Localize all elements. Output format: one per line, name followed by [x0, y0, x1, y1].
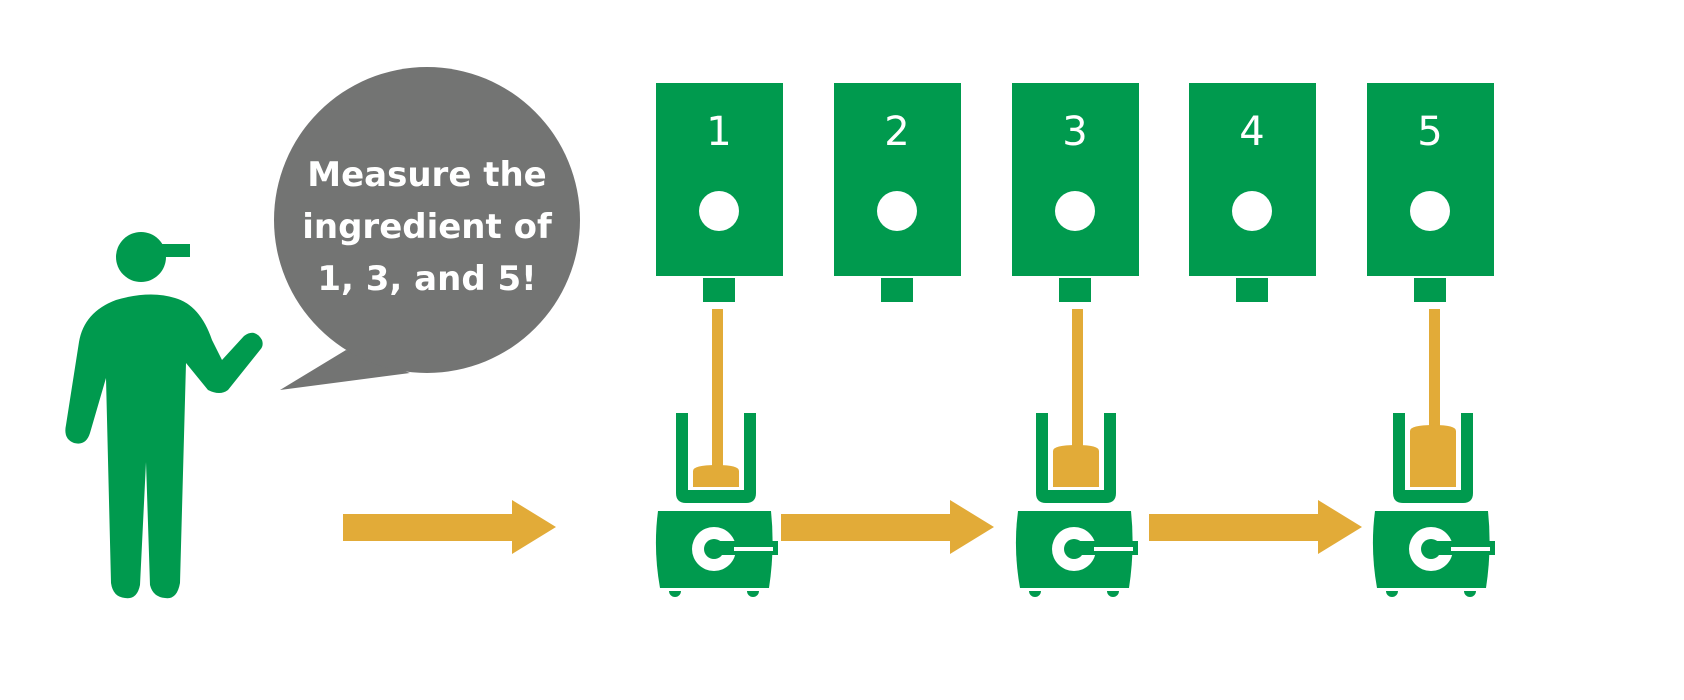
cart-wheel: [1386, 591, 1398, 597]
dispense-probe: [1429, 309, 1440, 427]
tank-3: 3: [1012, 83, 1139, 302]
cart-wheel: [1029, 591, 1041, 597]
speech-bubble: Measure the ingredient of 1, 3, and 5!: [274, 67, 580, 390]
tank-divider: [834, 276, 961, 278]
measured-ingredient: [693, 465, 739, 487]
dispense-probe: [712, 309, 723, 467]
speech-bubble-body: [274, 67, 580, 373]
flow-arrows: [343, 500, 1362, 554]
measuring-container: [676, 413, 756, 503]
speech-line-2: ingredient of: [302, 207, 553, 247]
tank-2: 2: [834, 83, 961, 302]
speech-line-3: 1, 3, and 5!: [317, 259, 536, 299]
tank-window: [877, 191, 917, 231]
cart-wheel: [1107, 591, 1119, 597]
tank-window: [699, 191, 739, 231]
tank-number-label: 3: [1062, 109, 1087, 155]
tank-nozzle: [1236, 276, 1268, 302]
tank-nozzle: [881, 276, 913, 302]
speech-line-1: Measure the: [307, 155, 546, 195]
cart-wheel: [1464, 591, 1476, 597]
cart-wheel: [669, 591, 681, 597]
tank-body: [1012, 83, 1139, 276]
right-arrow-icon: [1149, 500, 1362, 554]
tank-body: [1367, 83, 1494, 276]
right-arrow-icon: [343, 500, 556, 554]
dispense-probe: [1072, 309, 1083, 447]
tank-window: [1232, 191, 1272, 231]
ingredient-tanks: 1 2 3 4 5: [656, 83, 1494, 302]
cart-station-5: [1372, 309, 1495, 597]
tank-body: [656, 83, 783, 276]
tank-number-label: 5: [1417, 109, 1442, 155]
tank-4: 4: [1189, 83, 1316, 302]
measured-ingredient: [1053, 445, 1099, 487]
cart-logo-inner: [1421, 539, 1441, 559]
tank-nozzle: [1059, 276, 1091, 302]
worker-cap-brim: [160, 244, 190, 257]
measuring-carts: [655, 309, 1495, 597]
speech-bubble-tail: [280, 350, 410, 390]
tank-body: [834, 83, 961, 276]
tank-divider: [1012, 276, 1139, 278]
cart-logo-inner: [1064, 539, 1084, 559]
tank-1: 1: [656, 83, 783, 302]
tank-nozzle: [1414, 276, 1446, 302]
worker-figure: [65, 232, 263, 599]
cart-logo-inner: [704, 539, 724, 559]
tank-window: [1410, 191, 1450, 231]
right-arrow-icon: [781, 500, 994, 554]
cart-station-1: [655, 309, 778, 597]
tank-number-label: 1: [706, 109, 731, 155]
cart-wheel: [747, 591, 759, 597]
tank-window: [1055, 191, 1095, 231]
tank-5: 5: [1367, 83, 1494, 302]
tank-number-label: 4: [1239, 109, 1264, 155]
measuring-container: [1393, 413, 1473, 503]
tank-body: [1189, 83, 1316, 276]
tank-divider: [1367, 276, 1494, 278]
measured-ingredient: [1410, 425, 1456, 487]
cart-station-3: [1015, 309, 1138, 597]
tank-divider: [1189, 276, 1316, 278]
tank-divider: [656, 276, 783, 278]
tank-nozzle: [703, 276, 735, 302]
worker-body: [65, 294, 263, 599]
worker-head: [116, 232, 166, 282]
tank-number-label: 2: [884, 109, 909, 155]
measuring-container: [1036, 413, 1116, 503]
